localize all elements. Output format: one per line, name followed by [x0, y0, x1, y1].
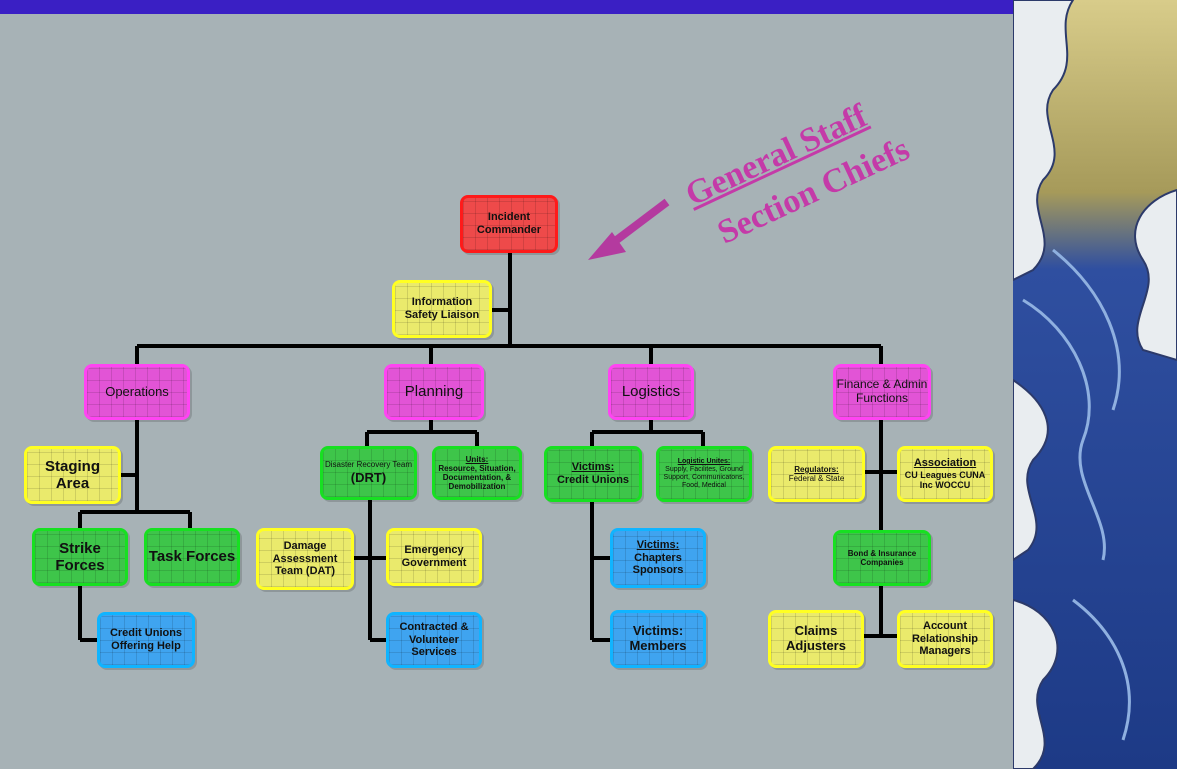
- association-body: CU Leagues CUNA Inc WOCCU: [904, 469, 986, 491]
- victims-cu-body: Credit Unions: [556, 474, 630, 486]
- victims-chapters-box[interactable]: Victims: Chapters Sponsors: [610, 528, 706, 588]
- staging-area-box[interactable]: Staging Area: [24, 446, 121, 504]
- account-managers-label: Account Relationship Managers: [911, 620, 978, 658]
- victims-cu-heading: Victims:: [571, 461, 615, 474]
- connector-lines: [78, 198, 897, 642]
- drt-abbr: (DRT): [350, 470, 387, 486]
- regulators-box[interactable]: Regulators: Federal & State: [768, 446, 865, 502]
- regulators-heading: Regulators:: [794, 464, 839, 474]
- victims-credit-unions-box[interactable]: Victims: Credit Unions: [544, 446, 642, 502]
- task-forces-box[interactable]: Task Forces: [144, 528, 240, 586]
- logistics-box[interactable]: Logistics: [608, 364, 694, 420]
- regulators-body: Federal & State: [788, 474, 845, 483]
- planning-label: Planning: [404, 383, 464, 401]
- victims-members-label: Victims: Members: [629, 623, 687, 653]
- finance-admin-label: Finance & Admin Functions: [836, 377, 928, 405]
- contracted-volunteer-label: Contracted & Volunteer Services: [399, 621, 469, 659]
- bond-insurance-label: Bond & Insurance Companies: [847, 548, 917, 567]
- info-safety-liaison-label: Information Safety Liaison: [404, 296, 480, 321]
- contracted-volunteer-box[interactable]: Contracted & Volunteer Services: [386, 612, 482, 668]
- incident-commander-box[interactable]: Incident Commander: [460, 195, 558, 253]
- drt-box[interactable]: Disaster Recovery Team (DRT): [320, 446, 417, 500]
- planning-units-heading: Units:: [465, 454, 489, 464]
- planning-units-body: Resource, Situation, Documentation, & De…: [438, 463, 516, 492]
- association-box[interactable]: Association CU Leagues CUNA Inc WOCCU: [897, 446, 993, 502]
- info-safety-liaison-box[interactable]: Information Safety Liaison: [392, 280, 492, 338]
- incident-commander-label: Incident Commander: [476, 211, 542, 236]
- strike-forces-box[interactable]: Strike Forces: [32, 528, 128, 586]
- drt-title: Disaster Recovery Team: [325, 459, 412, 469]
- claims-adjusters-label: Claims Adjusters: [786, 623, 846, 653]
- victims-members-box[interactable]: Victims: Members: [610, 610, 706, 668]
- victims-chapters-body: Chapters Sponsors: [632, 551, 684, 577]
- claims-adjusters-box[interactable]: Claims Adjusters: [768, 610, 864, 668]
- wave-decoration: [1013, 0, 1177, 769]
- top-bar: [0, 0, 1013, 14]
- staging-area-label: Staging Area: [45, 457, 100, 492]
- task-forces-label: Task Forces: [148, 548, 236, 566]
- logistic-units-box[interactable]: Logistic Unites: Supply, Facilites, Grou…: [656, 446, 752, 502]
- emergency-government-label: Emergency Government: [401, 544, 467, 569]
- credit-unions-offering-help-label: Credit Unions Offering Help: [109, 627, 183, 652]
- emergency-government-box[interactable]: Emergency Government: [386, 528, 482, 586]
- account-managers-box[interactable]: Account Relationship Managers: [897, 610, 993, 668]
- damage-assessment-label: Damage Assessment Team (DAT): [272, 540, 338, 578]
- damage-assessment-box[interactable]: Damage Assessment Team (DAT): [256, 528, 354, 590]
- strike-forces-label: Strike Forces: [55, 539, 105, 574]
- credit-unions-offering-help-box[interactable]: Credit Unions Offering Help: [97, 612, 195, 668]
- finance-admin-box[interactable]: Finance & Admin Functions: [833, 364, 931, 420]
- logistic-units-heading: Logistic Unites:: [677, 457, 731, 465]
- operations-label: Operations: [105, 383, 169, 399]
- planning-box[interactable]: Planning: [384, 364, 484, 420]
- logistic-units-body: Supply, Facilites, Ground Support, Commu…: [663, 465, 745, 490]
- victims-chapters-heading: Victims:: [636, 539, 680, 552]
- bond-insurance-box[interactable]: Bond & Insurance Companies: [833, 530, 931, 586]
- planning-units-box[interactable]: Units: Resource, Situation, Documentatio…: [432, 446, 522, 500]
- logistics-label: Logistics: [621, 383, 681, 401]
- callout-arrow: [588, 198, 670, 260]
- association-heading: Association: [913, 457, 977, 470]
- operations-box[interactable]: Operations: [84, 364, 190, 420]
